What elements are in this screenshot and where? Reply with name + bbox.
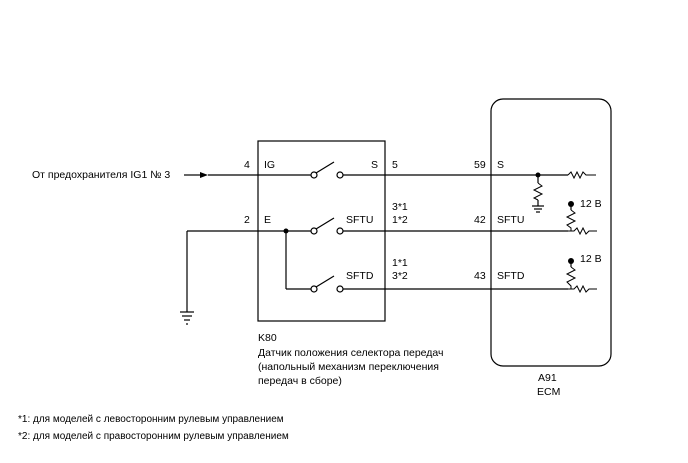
sensor-description-line-2: (напольный механизм переключения xyxy=(258,361,439,373)
sensor-s-pin: 5 xyxy=(392,159,398,171)
sensor-code: K80 xyxy=(258,332,277,344)
sensor-description-line-3: передач в сборе) xyxy=(258,375,342,387)
ecm-sftu-pin: 42 xyxy=(474,214,486,226)
ecm-sftu-input-resistor xyxy=(568,226,597,236)
ecm-sftu-name: SFTU xyxy=(497,214,524,226)
ecm-s-pulldown-resistor xyxy=(532,182,544,201)
ecm-sftd-pin: 43 xyxy=(474,270,486,282)
sensor-sftd-pin-b: 3*2 xyxy=(392,270,408,282)
switch-sftd-contact-b xyxy=(336,285,344,293)
sensor-ig-name: IG xyxy=(264,159,275,171)
switch-sftu-blade xyxy=(315,217,335,230)
ecm-ground-icon xyxy=(532,205,544,213)
switch-ig-contact-b xyxy=(336,171,344,179)
ecm-s-input-resistor xyxy=(567,170,596,180)
switch-sftd-contact-a xyxy=(310,285,318,293)
sensor-sftu-name: SFTU xyxy=(346,214,373,226)
footnote-2: *2: для моделей с правосторонним рулевым… xyxy=(18,431,289,442)
sensor-e-pin: 2 xyxy=(244,214,250,226)
switch-sftd-blade xyxy=(315,275,335,288)
sensor-s-name: S xyxy=(371,159,378,171)
ecm-name: ECM xyxy=(537,386,560,398)
ecm-code: A91 xyxy=(538,372,557,384)
footnote-1: *1: для моделей с левосторонним рулевым … xyxy=(18,414,284,425)
ecm-sftd-input-resistor xyxy=(568,284,597,294)
switch-ig-blade xyxy=(315,161,335,174)
sensor-ig-pin: 4 xyxy=(244,159,250,171)
ecm-a91-box xyxy=(490,98,612,367)
sensor-sftu-pin-b: 1*2 xyxy=(392,214,408,226)
switch-sftu-contact-b xyxy=(336,227,344,235)
switch-sftu-contact-a xyxy=(310,227,318,235)
ecm-s-name: S xyxy=(497,159,504,171)
source-arrow-icon xyxy=(200,172,208,178)
sensor-sftu-pin-a: 3*1 xyxy=(392,201,408,213)
ecm-sftd-supply-label: 12 В xyxy=(580,253,602,265)
ecm-sftu-pullup-resistor xyxy=(565,209,577,231)
sensor-sftd-pin-a: 1*1 xyxy=(392,257,408,269)
ecm-s-pin: 59 xyxy=(474,159,486,171)
sensor-ground-icon xyxy=(180,311,194,325)
switch-ig-contact-a xyxy=(310,171,318,179)
ecm-sftd-name: SFTD xyxy=(497,270,525,282)
sensor-sftd-name: SFTD xyxy=(346,270,374,282)
ecm-sftu-supply-label: 12 В xyxy=(580,198,602,210)
sensor-e-name: E xyxy=(264,214,271,226)
sensor-description-line-1: Датчик положения селектора передач xyxy=(258,347,444,359)
wiring-diagram: От предохранителя IG1 № 3 4 IG S 5 59 S … xyxy=(32,98,612,398)
ecm-sftd-pullup-resistor xyxy=(565,266,577,289)
source-label: От предохранителя IG1 № 3 xyxy=(32,169,170,181)
